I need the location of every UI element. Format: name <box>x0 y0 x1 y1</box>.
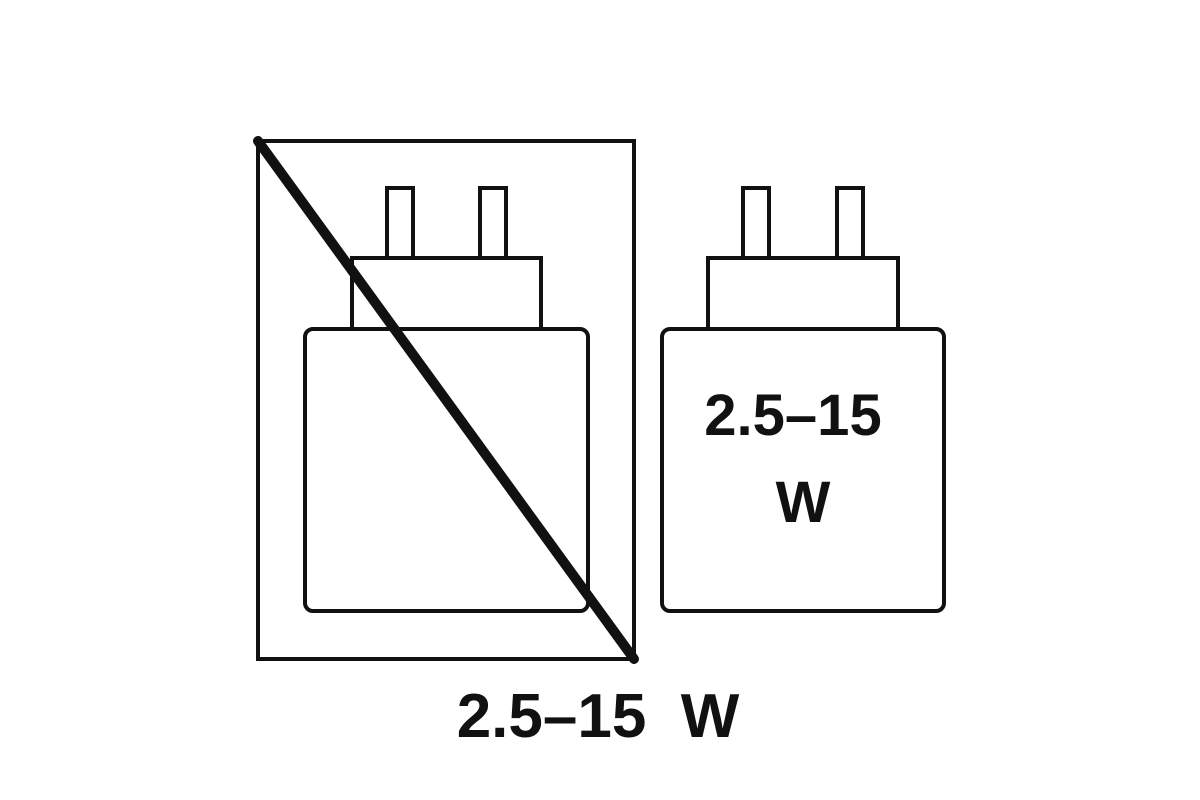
allowed-charger <box>660 186 946 613</box>
charger-power-label: 2.5–15 <box>704 383 881 448</box>
right-prong-2 <box>835 186 865 260</box>
left-prong-2 <box>478 186 508 260</box>
left-charger-body <box>303 327 590 613</box>
right-plug-neck <box>706 256 900 331</box>
right-prong-1 <box>741 186 771 260</box>
left-prong-1 <box>385 186 415 260</box>
crossed-out-charger-box <box>253 136 639 664</box>
left-plug-neck <box>350 256 543 331</box>
power-range-label: 2.5–15 W <box>457 682 740 751</box>
outer-frame <box>256 139 636 661</box>
right-charger-body <box>660 327 946 613</box>
strike-through-line <box>253 136 639 664</box>
charger-unit-label: W <box>776 470 831 535</box>
